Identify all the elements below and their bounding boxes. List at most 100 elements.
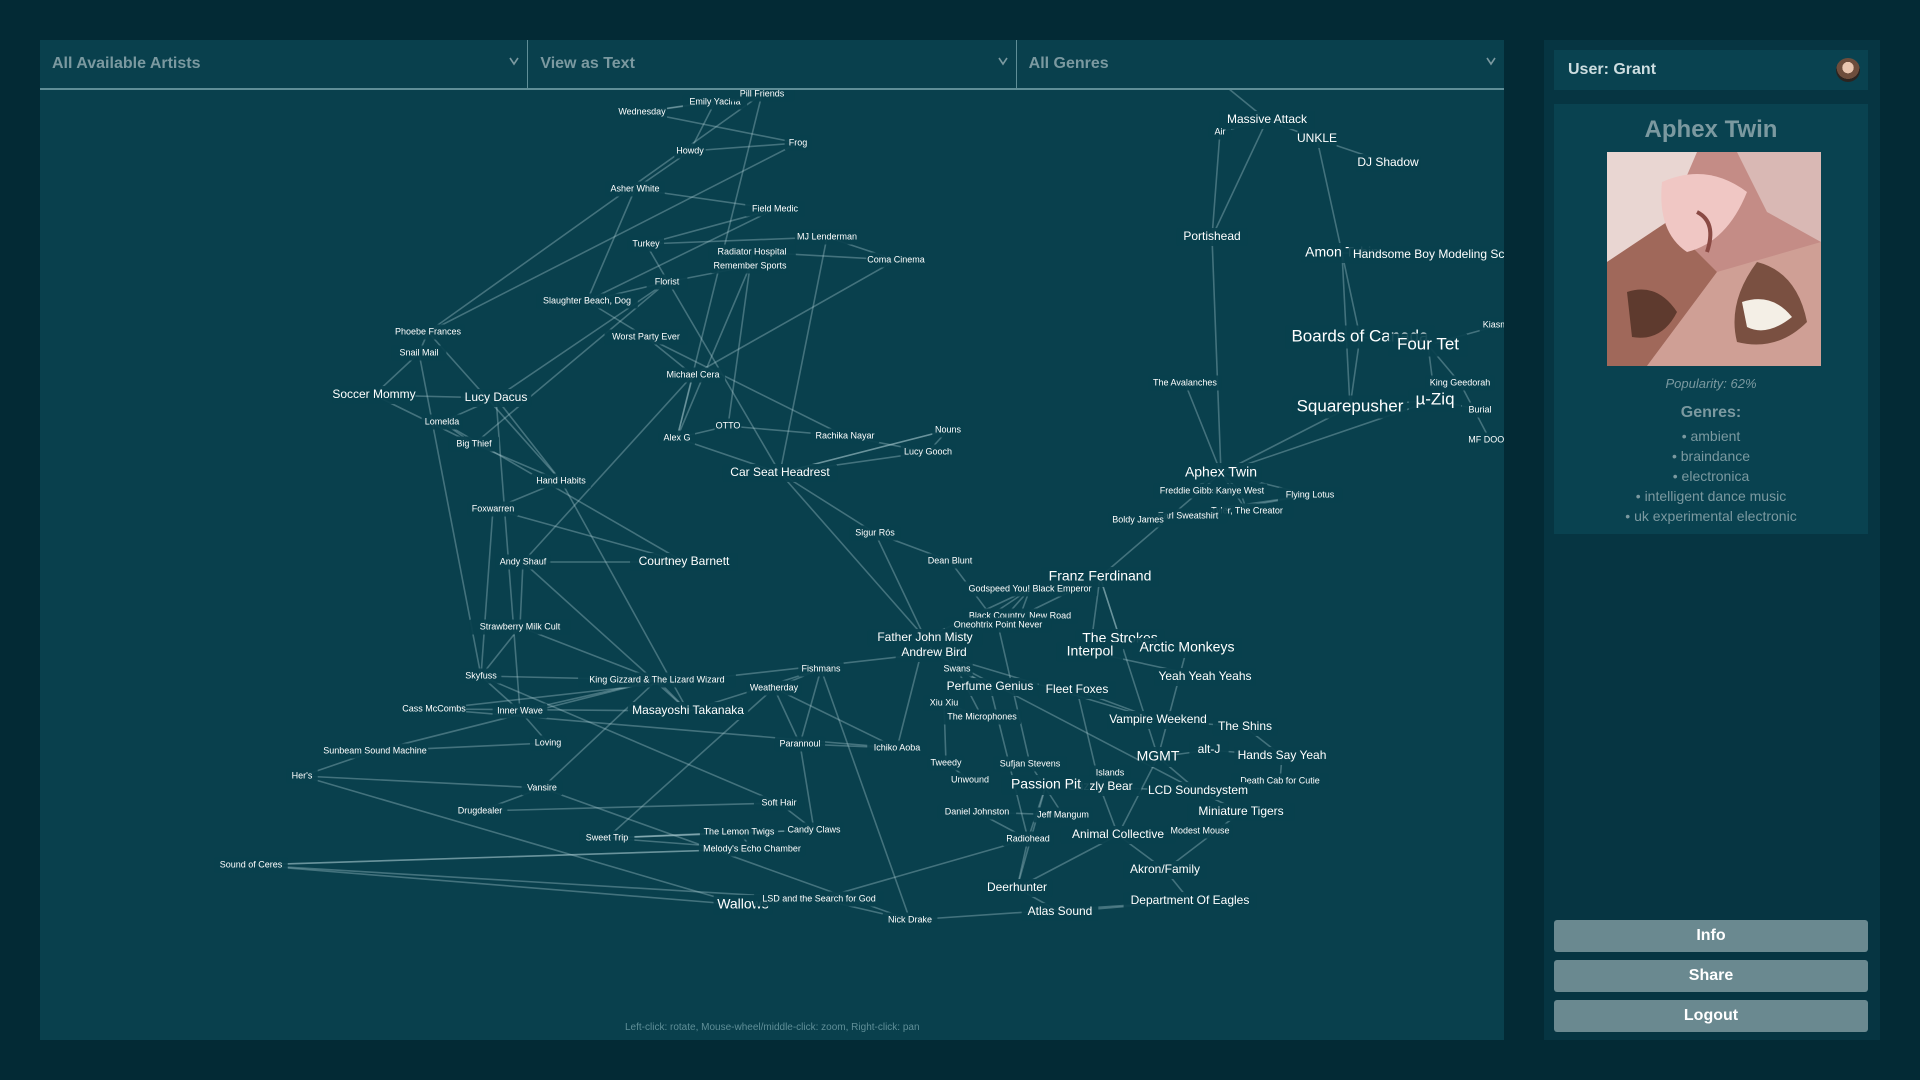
artist-node[interactable]: Soccer Mommy	[332, 386, 416, 404]
artist-node[interactable]: Freddie Gibbs	[1153, 483, 1223, 499]
artist-node[interactable]: Phoebe Frances	[391, 324, 465, 340]
artist-node[interactable]: Xiu Xiu	[923, 695, 965, 711]
artist-node[interactable]: Sigur Rós	[849, 525, 901, 541]
artist-node[interactable]: Daniel Johnston	[937, 804, 1017, 820]
artist-node[interactable]: Burial	[1461, 402, 1499, 418]
artist-node[interactable]: King Gizzard & The Lizard Wizard	[578, 672, 736, 688]
artist-node[interactable]: Death Cab for Cutie	[1231, 773, 1329, 789]
view-mode-select[interactable]: View as Text	[528, 40, 1017, 88]
artist-node[interactable]: Vansire	[521, 780, 563, 796]
artist-node[interactable]: Dean Blunt	[922, 553, 978, 569]
artist-node[interactable]: Swans	[941, 661, 973, 677]
artist-node[interactable]: Drugdealer	[452, 803, 508, 819]
artist-node[interactable]: Earl Sweatshirt	[1148, 508, 1228, 524]
artist-node[interactable]: Tweedy	[927, 755, 965, 771]
artist-graph-panel[interactable]: Nightmares On WaxMassive AttackAirUNKLED…	[40, 40, 1504, 1040]
artist-node[interactable]: Car Seat Headrest	[722, 464, 838, 482]
artist-node[interactable]: Radiohead	[1002, 831, 1054, 847]
artist-node[interactable]: Miniature Tigers	[1187, 803, 1295, 821]
artist-node[interactable]: Godspeed You! Black Emperor	[962, 581, 1098, 597]
artist-node[interactable]: Andy Shauf	[495, 554, 551, 570]
artist-node[interactable]: Portishead	[1176, 228, 1248, 246]
artist-node[interactable]: Wednesday	[616, 104, 668, 120]
artist-node[interactable]: OTTO	[714, 418, 742, 434]
artist-node[interactable]: Pill Friends	[729, 86, 795, 102]
artist-node[interactable]: Michael Cera	[660, 367, 726, 383]
artist-node[interactable]: Vampire Weekend	[1107, 711, 1209, 729]
artist-node[interactable]: Loving	[529, 735, 567, 751]
artist-node[interactable]: Ichiko Aoba	[867, 740, 927, 756]
artist-node[interactable]: Soft Hair	[753, 795, 805, 811]
artist-node[interactable]: Sunbeam Sound Machine	[321, 743, 429, 759]
artist-graph[interactable]: Nightmares On WaxMassive AttackAirUNKLED…	[40, 40, 1504, 1040]
artist-node[interactable]: Worst Party Ever	[604, 329, 688, 345]
artist-node[interactable]: Parannoul	[774, 736, 826, 752]
artist-node[interactable]: Frog	[784, 135, 812, 151]
artist-node[interactable]: Yeah Yeah Yeahs	[1154, 668, 1256, 686]
artist-node[interactable]: Sufjan Stevens	[993, 756, 1067, 772]
artist-node[interactable]: Islands	[1089, 765, 1131, 781]
artist-node[interactable]: Lucy Dacus	[460, 389, 532, 407]
artist-node[interactable]: Father John Misty	[867, 629, 983, 647]
user-avatar-icon[interactable]	[1836, 58, 1860, 82]
artist-node[interactable]: Four Tet	[1388, 333, 1468, 357]
artist-node[interactable]: Masayoshi Takanaka	[627, 702, 749, 720]
artist-node[interactable]: UNKLE	[1297, 130, 1337, 148]
artist-node[interactable]: Air	[1208, 124, 1232, 140]
artist-node[interactable]: Arctic Monkeys	[1132, 638, 1242, 658]
artist-node[interactable]: Strawberry Milk Cult	[469, 619, 571, 635]
artist-node[interactable]: Andrew Bird	[895, 644, 973, 662]
logout-button[interactable]: Logout	[1554, 1000, 1868, 1032]
artist-node[interactable]: Courtney Barnett	[630, 553, 738, 571]
artist-node[interactable]: Remember Sports	[710, 258, 790, 274]
artist-node[interactable]: Massive Attack	[1219, 111, 1315, 129]
artist-node[interactable]: MF DOOM	[1468, 432, 1504, 448]
artist-node[interactable]: The Microphones	[942, 709, 1022, 725]
artist-node[interactable]: DJ Shadow	[1355, 154, 1421, 172]
artist-node[interactable]: Sound of Ceres	[214, 857, 288, 873]
artist-node[interactable]: Asher White	[605, 181, 665, 197]
artist-node[interactable]: Slaughter Beach, Dog	[536, 293, 638, 309]
artist-node[interactable]: LSD and the Search for God	[754, 891, 884, 907]
artist-node[interactable]: King Geedorah	[1425, 375, 1495, 391]
artist-node[interactable]: alt-J	[1189, 741, 1229, 759]
artist-node[interactable]: Cass McCombs	[401, 701, 466, 717]
artist-node[interactable]: Lucy Gooch	[900, 444, 956, 460]
share-button[interactable]: Share	[1554, 960, 1868, 992]
artist-node[interactable]: Hand Habits	[531, 473, 591, 489]
artist-node[interactable]: Animal Collective	[1060, 826, 1176, 844]
artist-node[interactable]: Perfume Genius	[942, 678, 1038, 696]
artist-filter-select[interactable]: All Available Artists	[40, 40, 529, 88]
artist-node[interactable]: Squarepusher	[1292, 395, 1408, 419]
artist-node[interactable]: The Lemon Twigs	[699, 824, 779, 840]
artist-node[interactable]: Akron/Family	[1123, 861, 1207, 879]
artist-node[interactable]: Howdy	[674, 143, 706, 159]
artist-node[interactable]: Alex G	[658, 430, 696, 446]
artist-node[interactable]: Nick Drake	[882, 912, 938, 928]
artist-node[interactable]: Hands Say Yeah	[1234, 747, 1330, 765]
artist-node[interactable]: Snail Mail	[391, 345, 447, 361]
artist-node[interactable]: µ-Ziq	[1408, 388, 1462, 412]
artist-node[interactable]: Fleet Foxes	[1038, 681, 1116, 699]
user-bar[interactable]: User: Grant	[1554, 50, 1868, 90]
artist-node[interactable]: MJ Lenderman	[794, 229, 860, 245]
artist-node[interactable]: Jeff Mangum	[1033, 807, 1093, 823]
artist-node[interactable]: Radiator Hospital	[708, 244, 796, 260]
artist-node[interactable]: Handsome Boy Modeling School	[1348, 246, 1504, 264]
info-button[interactable]: Info	[1554, 920, 1868, 952]
artist-node[interactable]: Nouns	[932, 422, 964, 438]
artist-node[interactable]: Foxwarren	[467, 501, 519, 517]
artist-node[interactable]: Turkey	[627, 236, 665, 252]
artist-node[interactable]: Oneohtrix Point Never	[944, 617, 1052, 633]
artist-node[interactable]: Kiasmos	[1479, 317, 1504, 333]
artist-node[interactable]: Flying Lotus	[1277, 487, 1343, 503]
artist-node[interactable]: Department Of Eagles	[1123, 892, 1257, 910]
artist-node[interactable]: Kanye West	[1212, 483, 1268, 499]
artist-node[interactable]: Weatherday	[746, 680, 802, 696]
artist-node[interactable]: Lomelda	[421, 414, 463, 430]
artist-node[interactable]: Inner Wave	[492, 703, 548, 719]
artist-node[interactable]: Candy Claws	[784, 822, 844, 838]
artist-node[interactable]: Coma Cinema	[866, 252, 926, 268]
artist-node[interactable]: Boldy James	[1108, 512, 1168, 528]
artist-node[interactable]: Interpol	[1056, 642, 1124, 662]
